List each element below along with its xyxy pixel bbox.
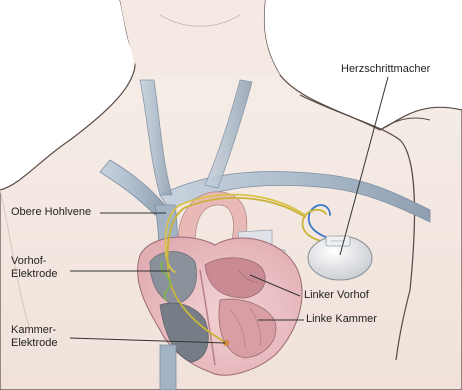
label-kammer-elektrode-line2: Elektrode [11, 337, 57, 350]
label-linker-vorhof: Linker Vorhof [304, 289, 369, 302]
label-linke-kammer: Linke Kammer [306, 313, 377, 326]
label-kammer-elektrode-line1: Kammer- [11, 324, 56, 337]
label-vorhof-elektrode-line2: Elektrode [11, 268, 57, 281]
inferior-vena-cava [160, 345, 176, 390]
label-herzschrittmacher: Herzschrittmacher [341, 63, 430, 76]
pacemaker-device [308, 236, 372, 280]
label-obere-hohlvene: Obere Hohlvene [11, 206, 91, 219]
label-vorhof-elektrode-line1: Vorhof- [11, 255, 46, 268]
